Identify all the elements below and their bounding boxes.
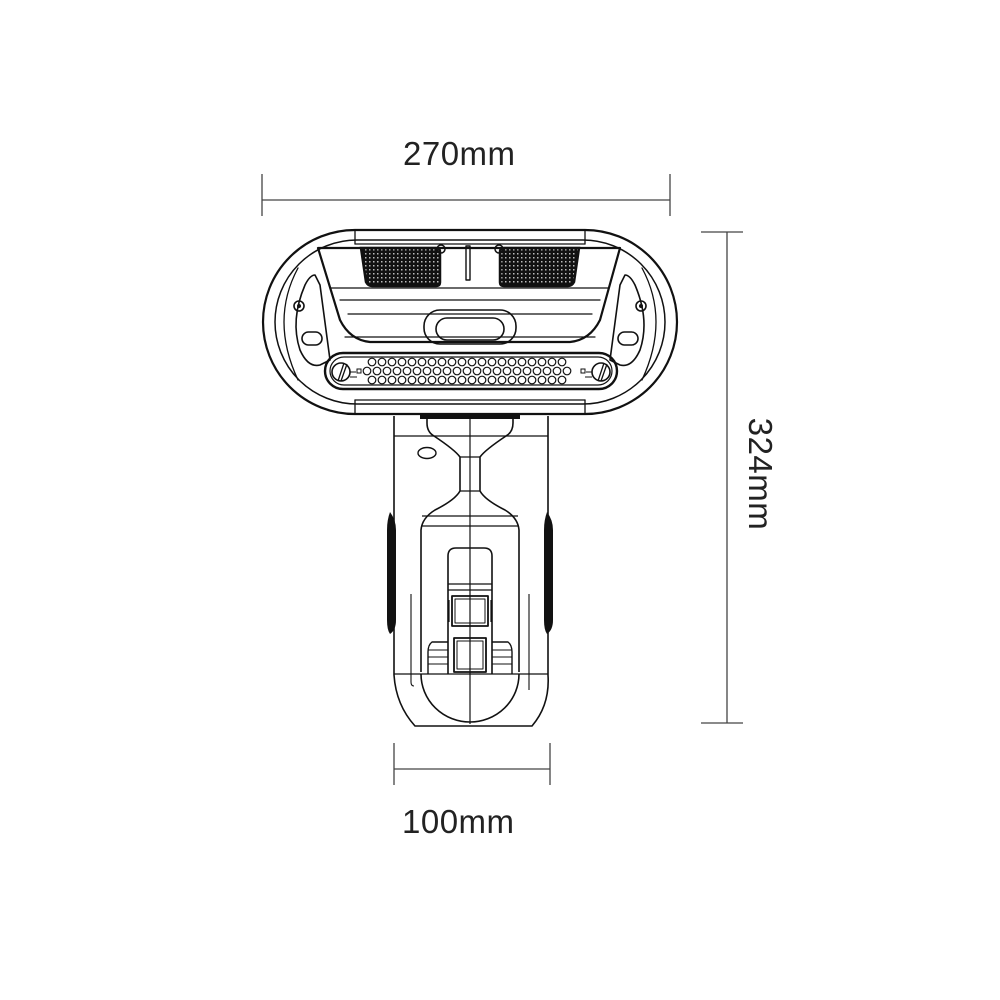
base-width-dimension-label: 100mm xyxy=(402,803,515,840)
steam-plate xyxy=(323,351,619,391)
base-width-dimension-line xyxy=(393,743,551,785)
side-grips xyxy=(387,512,553,634)
device-handle xyxy=(393,414,549,727)
left-vent-grille xyxy=(359,246,442,288)
width-dimension-line xyxy=(261,174,671,216)
steam-holes xyxy=(362,357,572,385)
width-dimension-label: 270mm xyxy=(403,135,516,172)
height-dimension-line xyxy=(701,231,743,724)
right-vent-grille xyxy=(498,246,581,288)
grille-screws xyxy=(436,244,504,254)
device-head xyxy=(261,228,679,416)
height-dimension-label: 324mm xyxy=(742,417,779,531)
